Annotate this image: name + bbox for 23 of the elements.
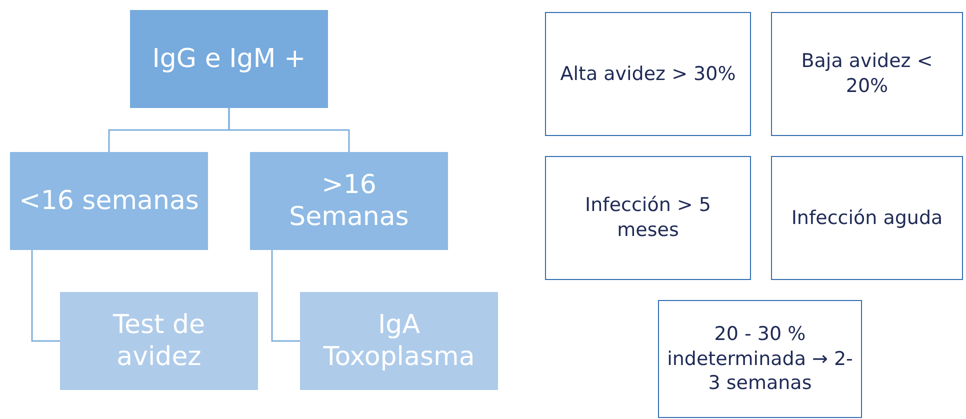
node-label: 20 - 30 % indeterminada → 2-3 semanas bbox=[666, 322, 854, 396]
node-label: <16 semanas bbox=[18, 184, 200, 218]
connector-line bbox=[228, 108, 350, 152]
test-box bbox=[60, 292, 258, 390]
info-box bbox=[771, 12, 963, 136]
node-label: Test de avidez bbox=[112, 308, 206, 374]
info-box bbox=[771, 156, 963, 280]
connector-line bbox=[271, 250, 300, 342]
node-label: Baja avidez < 20% bbox=[800, 49, 934, 99]
category-box bbox=[10, 152, 208, 250]
node-label: Alta avidez > 30% bbox=[559, 62, 737, 86]
result-box bbox=[130, 10, 328, 108]
node-label: IgG e IgM + bbox=[151, 42, 307, 76]
info-box bbox=[545, 156, 751, 280]
node-label: Infección > 5 meses bbox=[584, 193, 712, 243]
node-label: IgA Toxoplasma bbox=[322, 308, 476, 374]
category-box bbox=[250, 152, 448, 250]
node-label: Infección aguda bbox=[790, 206, 944, 230]
connector-line bbox=[31, 250, 60, 342]
node-label: >16 Semanas bbox=[288, 168, 410, 234]
test-box bbox=[300, 292, 498, 390]
info-box bbox=[658, 300, 862, 418]
info-box bbox=[545, 12, 751, 136]
